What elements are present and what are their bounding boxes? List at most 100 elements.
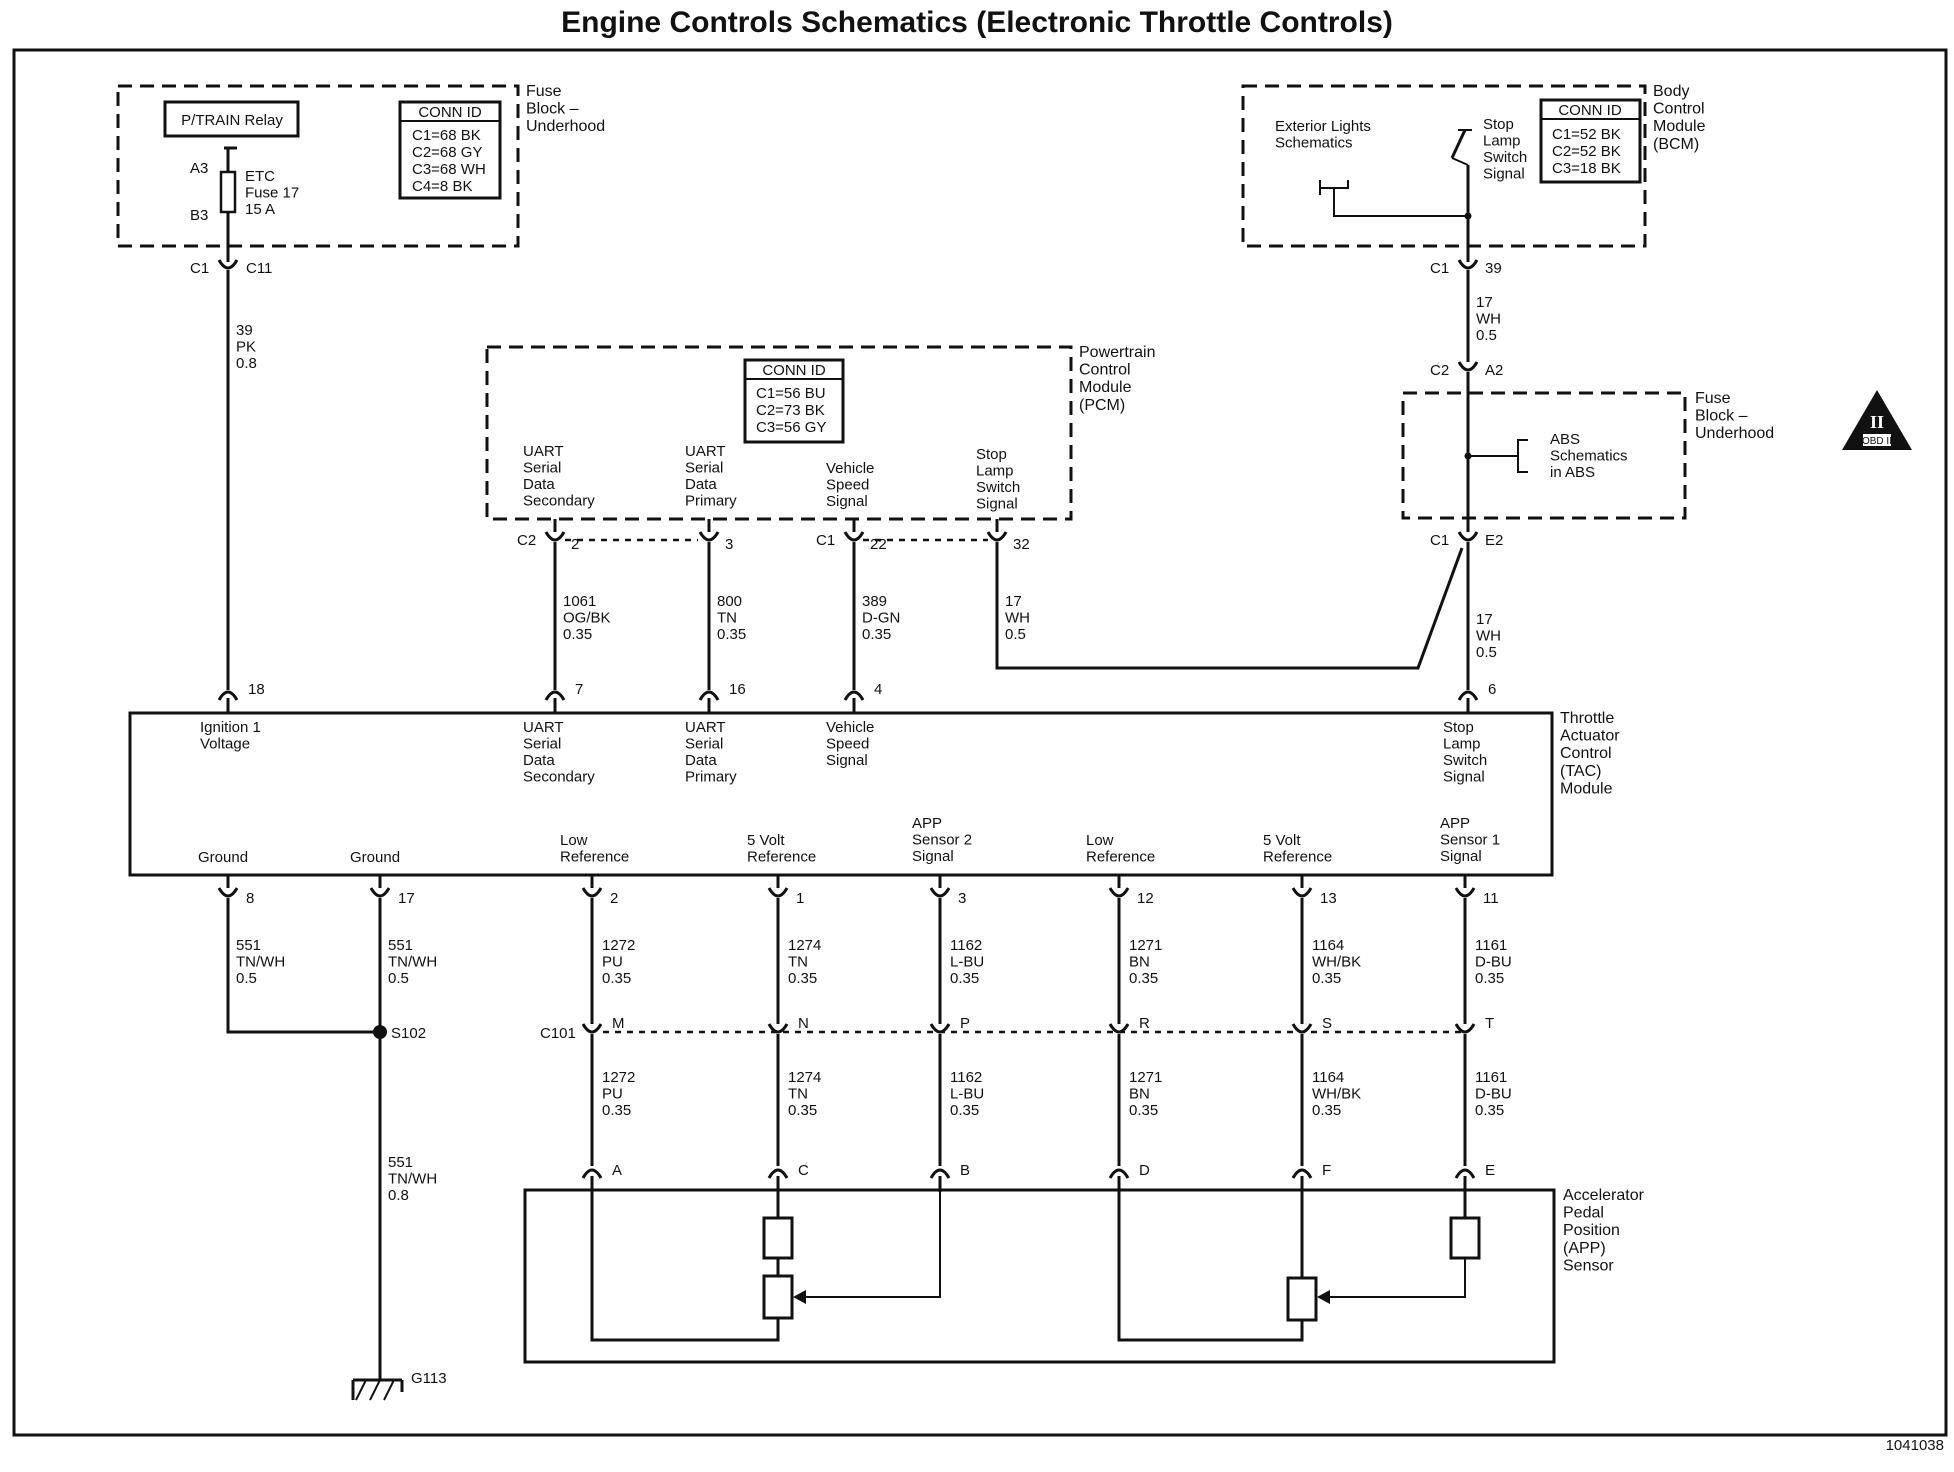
sensor2-potentiometer <box>762 1274 794 1320</box>
tac-top-pin-connector-4 <box>843 690 865 701</box>
tac-module-box <box>128 711 1554 877</box>
c101-connector-4 <box>1108 1023 1130 1034</box>
app-pin-3: B <box>960 1162 970 1179</box>
ground-g113-icon <box>351 1378 404 1401</box>
tac-bottom-pin-connector-5 <box>929 887 951 898</box>
pcm-pin-connector-1 <box>544 531 566 542</box>
pcm-pin-connector-2 <box>698 531 720 542</box>
tac-bottom-pin-connector-1 <box>217 887 239 898</box>
app-sensor-internals <box>590 1192 1481 1342</box>
fuse-right-in-pin: A2 <box>1485 362 1503 379</box>
obd-ii-badge-icon: II OBD II <box>1842 390 1912 450</box>
splice-s102-dot <box>373 1025 387 1039</box>
obd-numeral: II <box>1870 412 1884 432</box>
tac-top-pin-connector-1 <box>217 690 239 701</box>
c101-pin-4: R <box>1139 1015 1150 1032</box>
outer-frame <box>12 48 1948 1437</box>
fuse-conn-id-box <box>398 100 502 200</box>
bcm-out-pin: 39 <box>1485 260 1502 277</box>
c101-connector-6 <box>1454 1023 1476 1034</box>
pcm-conn-id-title: CONN ID <box>762 362 826 379</box>
c101-pin-3: P <box>960 1015 970 1032</box>
obd-text: OBD II <box>1862 436 1892 447</box>
app-pin-connector-6 <box>1454 1168 1476 1179</box>
sensor1-resistor <box>1449 1216 1481 1260</box>
pcm-pin-number-4: 32 <box>1013 536 1030 553</box>
fuse-conn-id-title: CONN ID <box>418 104 482 121</box>
tac-top-pin-3: 16 <box>729 681 746 698</box>
c101-pin-6: T <box>1485 1015 1494 1032</box>
tac-bottom-label-2: Ground <box>350 849 400 866</box>
c101-pin-1: M <box>612 1015 625 1032</box>
tac-bottom-pin-8: 11 <box>1483 890 1499 907</box>
bcm-conn-id-box <box>1539 98 1642 184</box>
pcm-conn-line-2: C2=73 BK <box>756 402 825 419</box>
c101-connector-2 <box>767 1023 789 1034</box>
splice-s102-label: S102 <box>391 1025 426 1042</box>
tac-top-pin-4: 4 <box>874 681 882 698</box>
pcm-stop-branch-wire <box>995 542 1464 670</box>
etc-fuse-symbol <box>219 170 237 214</box>
c101-pin-2: N <box>798 1015 809 1032</box>
pcm-pin-number-2: 3 <box>725 536 733 553</box>
bcm-out-conn: C1 <box>1430 260 1449 277</box>
app-pin-2: C <box>798 1162 809 1179</box>
tac-top-pin-2: 7 <box>575 681 583 698</box>
inline-conn-label: C101 <box>540 1025 576 1042</box>
c101-connector-3 <box>929 1023 951 1034</box>
app-sensor-box <box>523 1188 1556 1364</box>
pcm-pin-connector-4 <box>986 531 1008 542</box>
app-pin-6: E <box>1485 1162 1495 1179</box>
pcm-pin-conn-1: C2 <box>517 532 536 549</box>
tac-bottom-pin-connector-6 <box>1108 887 1130 898</box>
app-pin-1: A <box>612 1162 622 1179</box>
app-pin-connector-3 <box>929 1168 951 1179</box>
bcm-conn-line-1: C1=52 BK <box>1552 126 1621 143</box>
tac-bottom-pin-3: 2 <box>610 890 618 907</box>
tac-bottom-pin-connector-4 <box>767 887 789 898</box>
fuse-right-out-conn: C1 <box>1430 532 1449 549</box>
ground-wire-1 <box>226 898 380 1034</box>
figure-id: 1041038 <box>1886 1437 1944 1454</box>
ground-g113-label: G113 <box>411 1370 447 1387</box>
bcm-conn-line-3: C3=18 BK <box>1552 160 1621 177</box>
pcm-pin-connector-3 <box>843 531 865 542</box>
tac-top-pin-connector-5 <box>1457 690 1479 701</box>
tac-bottom-pin-6: 12 <box>1137 890 1154 907</box>
app-pin-connector-4 <box>1108 1168 1130 1179</box>
tac-bottom-label-1: Ground <box>198 849 248 866</box>
tac-bottom-pin-connector-2 <box>369 887 391 898</box>
tac-bottom-pin-1: 8 <box>246 890 254 907</box>
bcm-conn-id-title: CONN ID <box>1558 102 1622 119</box>
ptrain-relay-box <box>163 100 300 138</box>
connector-fuse-e2 <box>1457 531 1479 542</box>
